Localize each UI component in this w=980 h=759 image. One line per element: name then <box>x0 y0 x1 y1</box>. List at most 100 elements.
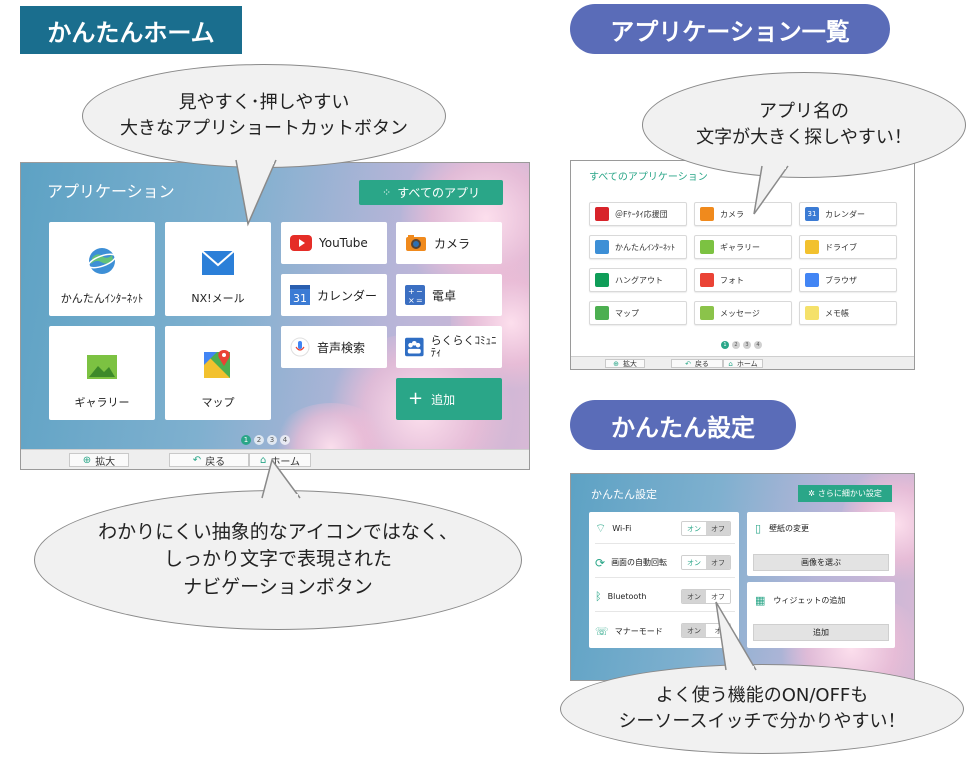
zoom-button[interactable]: ⊕拡大 <box>605 359 645 368</box>
app-list-item-label: メッセージ <box>720 308 760 318</box>
app-list-item[interactable]: ブラウザ <box>799 268 897 292</box>
toggle-label: 画面の自動回転 <box>611 558 668 567</box>
svg-text:=: = <box>416 296 423 305</box>
page-indicator: 1 2 3 4 <box>721 341 762 349</box>
app-list-item[interactable]: フォト <box>694 268 792 292</box>
back-button[interactable]: ↶戻る <box>169 453 249 468</box>
off-option[interactable]: オフ <box>706 522 730 535</box>
tile-maps[interactable]: マップ <box>165 326 271 420</box>
rotate-icon: ⟳ <box>595 555 606 570</box>
tile-rakuraku-community[interactable]: らくらくｺﾐｭﾆﾃｨ <box>396 326 502 368</box>
app-list-item[interactable]: マップ <box>589 301 687 325</box>
zoom-button[interactable]: ⊕拡大 <box>69 453 129 468</box>
on-option[interactable]: オン <box>682 590 706 603</box>
add-label: 追加 <box>431 392 456 407</box>
page-dot[interactable]: 3 <box>743 341 751 349</box>
callout-tail <box>753 164 789 215</box>
mail-icon <box>201 250 235 275</box>
app-list-item[interactable]: ギャラリー <box>694 235 792 259</box>
tile-calculator[interactable]: +−×= 電卓 <box>396 274 502 316</box>
off-option[interactable]: オフ <box>706 590 730 603</box>
app-list-item[interactable]: かんたんｲﾝﾀｰﾈｯﾄ <box>589 235 687 259</box>
svg-text:+: + <box>408 287 415 296</box>
tile-camera[interactable]: カメラ <box>396 222 502 264</box>
tile-label: NX!メール <box>191 292 245 305</box>
choose-image-button[interactable]: 画像を選ぶ <box>753 554 889 571</box>
app-list-item[interactable]: メッセージ <box>694 301 792 325</box>
plus-icon: + <box>408 388 424 409</box>
page-dot[interactable]: 1 <box>241 435 251 445</box>
page-dot[interactable]: 4 <box>280 435 290 445</box>
page-dot[interactable]: 2 <box>732 341 740 349</box>
wallpaper-title: 壁紙の変更 <box>769 524 810 533</box>
globe-icon <box>87 248 117 274</box>
add-widget-button[interactable]: 追加 <box>753 624 889 641</box>
toggle-label: Bluetooth <box>607 592 647 601</box>
tile-label: カレンダー <box>317 288 378 303</box>
on-option[interactable]: オン <box>682 624 706 637</box>
app-list-item-label: かんたんｲﾝﾀｰﾈｯﾄ <box>615 242 675 252</box>
bluetooth-toggle[interactable]: オン オフ <box>681 589 731 604</box>
tile-nx-mail[interactable]: NX!メール <box>165 222 271 316</box>
tile-label: マップ <box>201 396 235 409</box>
page-dot[interactable]: 2 <box>254 435 264 445</box>
camera-icon <box>700 207 714 221</box>
house-icon: ⌂ <box>259 454 267 466</box>
toggle-label: Wi-Fi <box>612 524 632 533</box>
app-list-item-label: メモ帳 <box>825 308 849 318</box>
wifi-toggle[interactable]: オン オフ <box>681 521 731 536</box>
callout-big-shortcut: 見やすく･押しやすい 大きなアプリショートカットボタン <box>82 64 446 168</box>
home-button[interactable]: ⌂ホーム <box>723 359 763 368</box>
settings-section-badge: かんたん設定 <box>570 400 796 450</box>
home-button[interactable]: ⌂ホーム <box>249 453 311 468</box>
more-settings-button[interactable]: ✲ さらに細かい設定 <box>798 485 892 502</box>
app-list-item[interactable]: ドライブ <box>799 235 897 259</box>
app-list-section-badge: アプリケーション一覧 <box>570 4 890 54</box>
settings-title: かんたん設定 <box>591 488 657 501</box>
tile-voice-search[interactable]: 音声検索 <box>281 326 387 368</box>
app-list-item-label: フォト <box>720 275 744 285</box>
maps-icon <box>595 306 609 320</box>
photos-icon <box>700 273 714 287</box>
back-button[interactable]: ↶戻る <box>671 359 723 368</box>
toggle-panel: ⌔ Wi-Fi オン オフ ⟳ 画面の自動回転 オン オフ ᛒ Bluetoot… <box>589 512 739 648</box>
page-dot[interactable]: 1 <box>721 341 729 349</box>
app-list-item[interactable]: カメラ <box>694 202 792 226</box>
off-option[interactable]: オフ <box>706 556 730 569</box>
toggle-label: マナーモード <box>614 626 663 636</box>
on-option[interactable]: オン <box>682 556 706 569</box>
back-label: 戻る <box>205 456 226 468</box>
manner-mode-icon: ☏ <box>595 624 609 638</box>
toggle-row-bluetooth: ᛒ Bluetooth オン オフ <box>595 582 735 612</box>
on-option[interactable]: オン <box>682 522 706 535</box>
callout-navigation-buttons: わかりにくい抽象的なアイコンではなく、 しっかり文字で表現された ナビゲーション… <box>34 490 522 630</box>
add-button[interactable]: + 追加 <box>396 378 502 420</box>
navigation-bar: ⊕拡大 ↶戻る ⌂ホーム <box>571 356 914 369</box>
app-list-item-label: カメラ <box>720 209 744 219</box>
app-list-item[interactable]: ハングアウト <box>589 268 687 292</box>
hangouts-icon <box>595 273 609 287</box>
house-icon: ⌂ <box>728 359 733 368</box>
tile-label: カメラ <box>434 236 471 251</box>
app-list-item[interactable]: ＠Fｹｰﾀｲ応援団 <box>589 202 687 226</box>
app-list-item[interactable]: メモ帳 <box>799 301 897 325</box>
tile-label: らくらくｺﾐｭﾆﾃｨ <box>430 333 497 359</box>
notepad-icon <box>805 306 819 320</box>
tile-gallery[interactable]: ギャラリー <box>49 326 155 420</box>
page-dot[interactable]: 3 <box>267 435 277 445</box>
all-apps-button[interactable]: ⁘ すべてのアプリ <box>359 180 503 205</box>
svg-text:−: − <box>416 287 423 296</box>
tile-kantan-internet[interactable]: かんたんｲﾝﾀｰﾈｯﾄ <box>49 222 155 316</box>
community-icon <box>405 337 424 357</box>
tile-youtube[interactable]: YouTube <box>281 222 387 264</box>
zoom-label: 拡大 <box>95 456 116 468</box>
tile-calendar[interactable]: 31 カレンダー <box>281 274 387 316</box>
tile-label: 電卓 <box>432 288 457 303</box>
bluetooth-icon: ᛒ <box>595 590 602 603</box>
gallery-icon <box>87 355 117 379</box>
widget-title: ウィジェットの追加 <box>773 596 846 605</box>
page-dot[interactable]: 4 <box>754 341 762 349</box>
auto-rotate-toggle[interactable]: オン オフ <box>681 555 731 570</box>
